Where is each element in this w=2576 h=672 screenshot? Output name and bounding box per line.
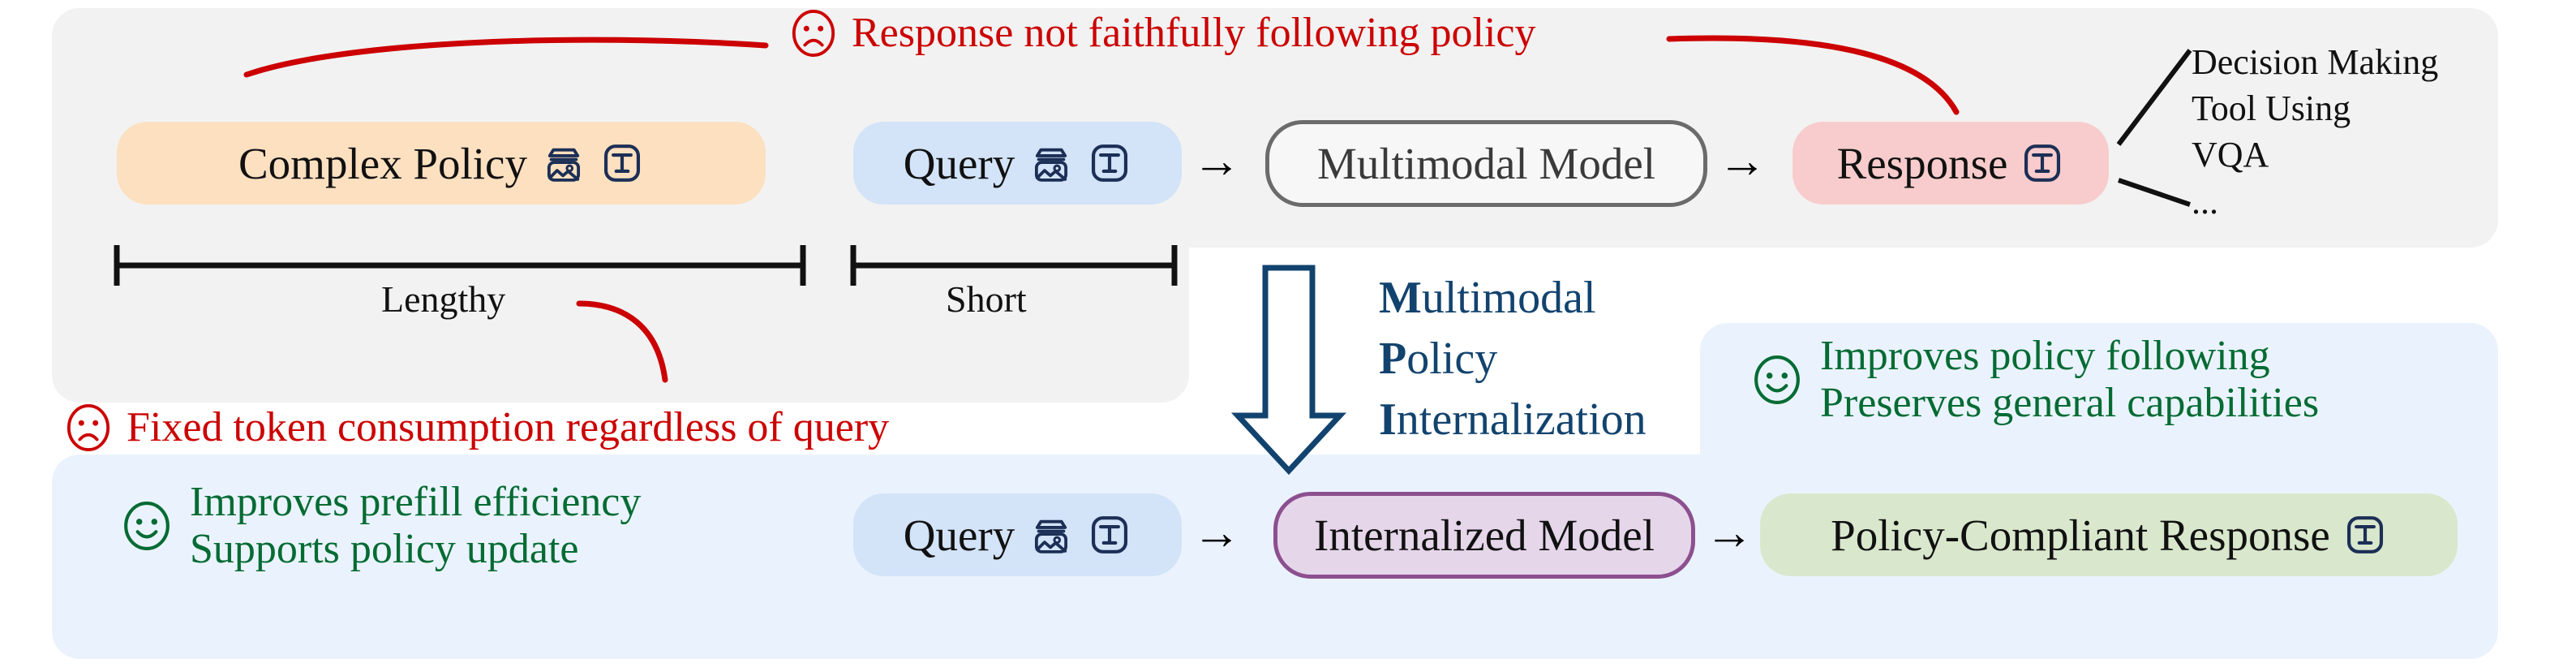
benefit-item: Preserves general capabilities bbox=[1820, 380, 2320, 427]
node-policy-compliant-response[interactable]: Policy-Compliant Response bbox=[1760, 493, 2458, 576]
node-label: Internalized Model bbox=[1314, 510, 1655, 560]
mpi-rest-2: olicy bbox=[1406, 334, 1498, 385]
task-item: Decision Making bbox=[2192, 42, 2439, 82]
arrow-model-to-response: → bbox=[1718, 134, 1767, 187]
mpi-rest-1: ultimodal bbox=[1421, 273, 1596, 323]
node-label: Policy-Compliant Response bbox=[1831, 510, 2330, 560]
node-label: Multimodal Model bbox=[1316, 139, 1656, 188]
node-label: Query bbox=[903, 138, 1015, 188]
mpi-down-arrow bbox=[1230, 265, 1347, 476]
mpi-line-2: Policy bbox=[1379, 329, 1646, 390]
arrow-query-to-model: → bbox=[1192, 134, 1241, 187]
arrow-query-to-internalized-model: → bbox=[1192, 506, 1241, 559]
sad-face-icon bbox=[790, 10, 837, 58]
node-multimodal-model[interactable]: Multimodal Model bbox=[1265, 120, 1707, 207]
measure-label-short: Short bbox=[946, 278, 1027, 320]
text-icon bbox=[1088, 511, 1131, 558]
annotation-response-not-faithful: Response not faithfully following policy bbox=[790, 10, 1536, 58]
node-query-top[interactable]: Query bbox=[853, 122, 1182, 205]
node-query-bottom[interactable]: Query bbox=[853, 493, 1182, 576]
mpi-initial-m: M bbox=[1379, 273, 1422, 323]
mpi-line-3: Internalization bbox=[1379, 390, 1646, 450]
node-label: Complex Policy bbox=[238, 138, 527, 188]
image-icon bbox=[1028, 511, 1075, 558]
mpi-rest-3: nternalization bbox=[1396, 394, 1646, 446]
mpi-initial-p: P bbox=[1379, 334, 1407, 385]
node-label: Query bbox=[903, 510, 1015, 560]
annotation-text: Response not faithfully following policy bbox=[852, 10, 1536, 56]
sad-face-icon bbox=[65, 404, 112, 452]
mpi-line-1: Multimodal bbox=[1379, 268, 1646, 329]
node-complex-policy[interactable]: Complex Policy bbox=[117, 122, 766, 205]
benefit-item: Supports policy update bbox=[190, 526, 579, 573]
text-icon bbox=[1088, 140, 1131, 187]
image-icon bbox=[1028, 140, 1075, 187]
annotation-efficiency-benefits: Improves prefill efficiency Supports pol… bbox=[122, 479, 641, 573]
annotation-policy-following-benefits: Improves policy following Preserves gene… bbox=[1752, 333, 2319, 427]
mpi-title: Multimodal Policy Internalization bbox=[1379, 268, 1646, 450]
text-icon bbox=[2020, 140, 2064, 187]
benefit-lines: Improves policy following Preserves gene… bbox=[1820, 333, 2319, 427]
task-item-ellipsis: ... bbox=[2192, 181, 2218, 222]
happy-face-icon bbox=[122, 501, 172, 551]
text-icon bbox=[2343, 511, 2387, 558]
happy-face-icon bbox=[1752, 355, 1802, 405]
annotation-fixed-token-consumption: Fixed token consumption regardless of qu… bbox=[65, 404, 890, 452]
node-label: Response bbox=[1836, 138, 2008, 188]
task-item: VQA bbox=[2192, 135, 2269, 175]
annotation-text: Fixed token consumption regardless of qu… bbox=[127, 404, 890, 450]
task-item: Tool Using bbox=[2192, 88, 2351, 129]
node-response[interactable]: Response bbox=[1792, 122, 2109, 205]
mpi-initial-i: I bbox=[1379, 394, 1397, 446]
image-icon bbox=[540, 140, 587, 187]
downstream-task-list: Decision Making Tool Using VQA ... bbox=[2192, 39, 2438, 225]
benefit-item: Improves prefill efficiency bbox=[190, 479, 642, 525]
benefit-lines: Improves prefill efficiency Supports pol… bbox=[190, 479, 641, 573]
text-icon bbox=[600, 140, 644, 187]
node-internalized-model[interactable]: Internalized Model bbox=[1273, 492, 1695, 579]
arrow-model-to-compliant-response: → bbox=[1705, 506, 1754, 559]
measure-label-lengthy: Lengthy bbox=[381, 278, 506, 320]
benefit-item: Improves policy following bbox=[1820, 333, 2270, 379]
